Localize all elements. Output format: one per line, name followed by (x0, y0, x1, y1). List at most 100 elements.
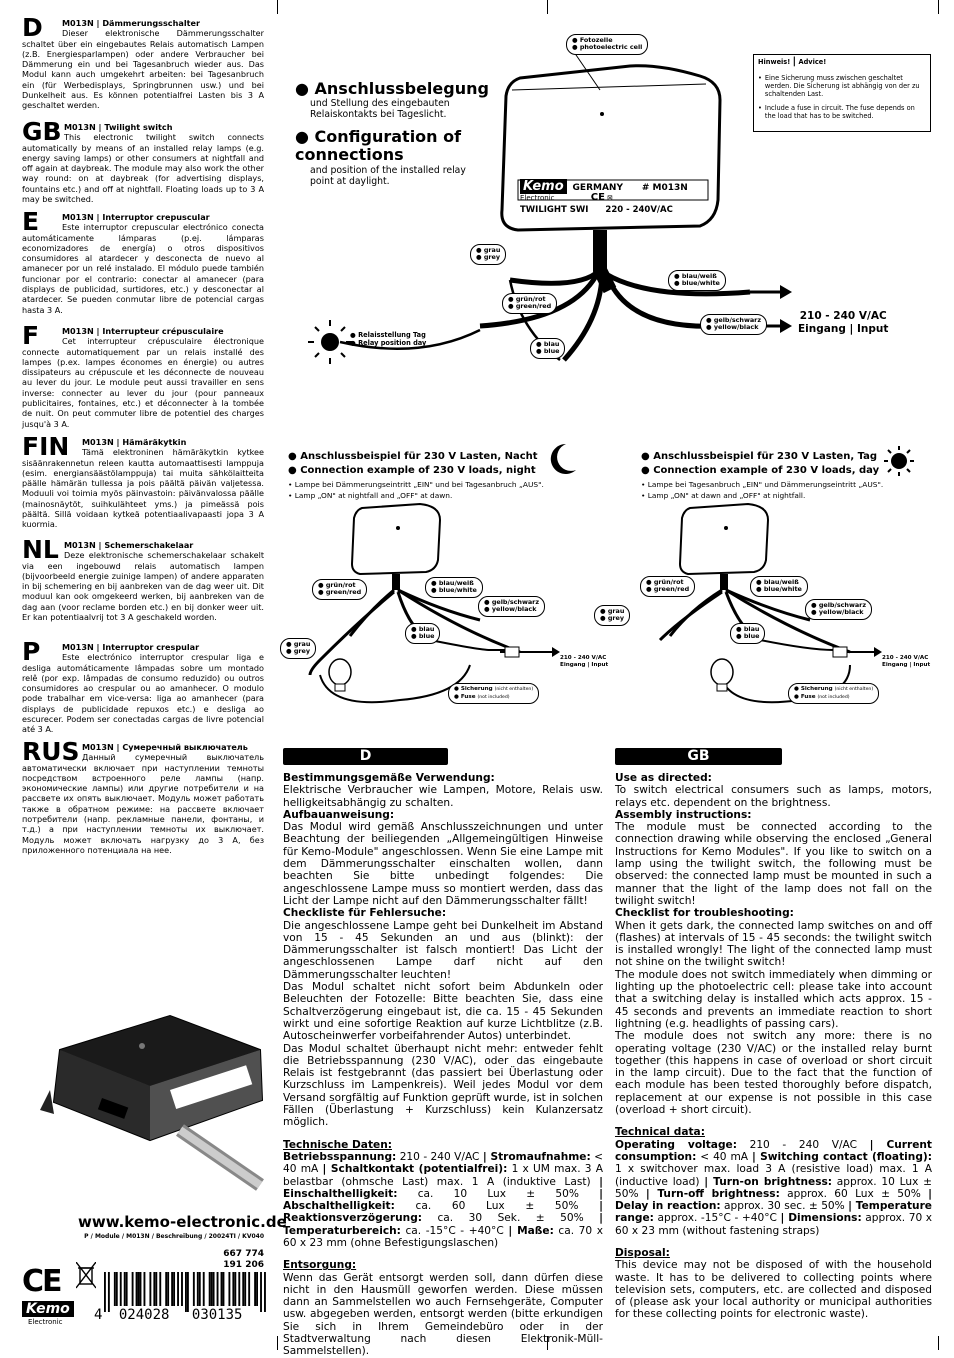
day-title-en: Connection example of 230 V loads, day (653, 464, 880, 476)
barcode-bar (210, 1272, 213, 1306)
day-sicherung-note: (nicht enthalten) (834, 687, 874, 692)
night-label-blauweiss: ● blau/weiß● blue/white (425, 577, 483, 598)
relay-position-label: ● Relaisstellung Tag ● Relay position da… (350, 331, 427, 347)
barcode-bar (159, 1272, 162, 1306)
section-bar-gb: GB (615, 748, 782, 765)
night-fuse-label: ● Sicherung (nicht enthalten) ● Fuse (no… (448, 683, 540, 704)
barcode-bar (264, 1272, 266, 1312)
language-code: P (22, 637, 41, 666)
barcode-bar (220, 1272, 223, 1306)
input-text: Eingang | Input (798, 323, 889, 335)
day-sicherung: Sicherung (800, 686, 833, 692)
night-note1: Lampe bei Dämmerungseintritt „EIN" und b… (294, 480, 544, 489)
kemo-logo: Kemo (520, 179, 567, 194)
barcode-bar (143, 1272, 146, 1306)
product-photo (40, 1014, 264, 1191)
day-fuse-note: (not included) (817, 694, 850, 700)
day-title: ● Anschlussbeispiel für 230 V Lasten, Ta… (641, 451, 880, 476)
de-use-heading: Bestimmungsgemäße Verwendung: (283, 772, 495, 784)
heading-anschluss: ● Anschlussbelegung (295, 79, 489, 98)
day-grau-de: grau (607, 607, 625, 615)
waste-bin-icon (76, 1262, 96, 1289)
gb-tech-text: Operating voltage: 210 - 240 V/AC | Curr… (615, 1138, 933, 1237)
barcode-bar (216, 1272, 219, 1306)
relay-de: Relaisstellung Tag (358, 331, 426, 339)
day-blau-de: blau (743, 625, 760, 633)
box-model: # M013N (641, 183, 688, 193)
notice-title-de: Hinweis! (758, 58, 791, 66)
night-label-grau: ● grau● grey (280, 638, 317, 659)
barcode-bar (248, 1272, 251, 1306)
gb-use-text: To switch electrical consumers such as l… (615, 784, 932, 809)
ce-mark: CE (590, 192, 605, 203)
crop-mark (938, 0, 939, 14)
gb-check-text: When it gets dark, the connected lamp sw… (615, 919, 932, 1117)
barcode-bar (167, 1272, 170, 1306)
subheading-anschluss: und Stellung des eingebauten Relaiskonta… (310, 98, 450, 120)
day-label-blauweiss: ● blau/weiß● blue/white (750, 576, 808, 597)
relay-en: Relay position day (358, 339, 427, 347)
barcode-bar (149, 1272, 152, 1306)
barcode-bar (139, 1272, 142, 1306)
barcode-bar (242, 1272, 245, 1306)
de-disposal-text: Wenn das Gerät entsorgt werden soll, dan… (283, 1271, 603, 1358)
barcode-bar (115, 1272, 118, 1306)
box-electronic: Electronic (520, 194, 555, 202)
day-input-voltage: 210 - 240 V/AC (882, 655, 929, 661)
input-voltage: 210 - 240 V/AC (799, 310, 887, 322)
barcode-bar (185, 1272, 187, 1312)
language-title: M013N | Сумеречный выключатель (82, 742, 248, 752)
night-input-voltage: 210 - 240 V/AC (560, 655, 607, 661)
barcode-bar (208, 1272, 211, 1306)
de-check-heading: Checkliste für Fehlersuche: (283, 907, 447, 920)
night-grau-de: grau (293, 640, 311, 648)
barcode-bar (107, 1272, 110, 1312)
day-note2: Lamp „ON" at dawn and „OFF" at nightfall… (647, 491, 806, 500)
gb-tech-heading: Technical data: (615, 1126, 705, 1139)
day-gelb-de: gelb/schwarz (818, 601, 867, 609)
gb-use-heading: Use as directed: (615, 772, 712, 784)
wire-label-blauweiss: ● blau/weiß ● blue/white (668, 270, 726, 291)
website[interactable]: www.kemo-electronic.de (78, 1213, 287, 1231)
gb-disposal-heading: Disposal: (615, 1246, 670, 1259)
day-label-blau: ● blau● blue (730, 623, 766, 644)
barcode-bar (202, 1272, 205, 1306)
crop-mark (277, 1336, 278, 1350)
wire-label-grau: ● grau ● grey (470, 244, 507, 265)
heading1: Anschlussbelegung (314, 79, 489, 98)
day-label-grau: ● grau● grey (594, 605, 631, 626)
day-input: 210 - 240 V/AC Eingang | Input (882, 655, 930, 668)
doc-reference: P / Module / M013N / Beschreibung / 2002… (84, 1233, 264, 1240)
night-title-en: Connection example of 230 V loads, night (300, 464, 536, 476)
heading-configuration: ● Configuration of connections (295, 127, 462, 164)
barcode-bar (104, 1272, 106, 1312)
barcode-bar (135, 1272, 138, 1306)
barcode-bar (238, 1272, 241, 1306)
barcode-bar (125, 1272, 128, 1306)
barcode-group2: 030135 (191, 1307, 243, 1323)
barcode-digits: 4 024028 030135 (94, 1307, 242, 1323)
de-assembly-heading: Aufbauanweisung: (283, 808, 395, 821)
blau-en: blue (543, 347, 560, 356)
night-input-text: Eingang | Input (560, 661, 609, 668)
barcode-digit: 4 (94, 1307, 103, 1323)
day-blauweiss-de: blau/weiß (763, 578, 799, 586)
language-text: Cet interrupteur crépusculaire électroni… (22, 336, 264, 429)
language-code: D (22, 13, 43, 42)
barcode-bar (119, 1272, 122, 1306)
sun-icon (884, 446, 914, 476)
day-wiring-svg (658, 502, 882, 704)
day-input-text: Eingang | Input (882, 661, 931, 668)
ce-logo: CE (22, 1264, 62, 1299)
language-code: GB (22, 117, 62, 146)
de-tech-text: Betriebsspannung: 210 - 240 V/AC | Strom… (283, 1150, 603, 1249)
night-gruen-de: grün/rot (325, 581, 356, 589)
language-title: M013N | Interrupteur crépusculaire (62, 326, 224, 336)
night-gelb-en: yellow/black (491, 605, 537, 614)
